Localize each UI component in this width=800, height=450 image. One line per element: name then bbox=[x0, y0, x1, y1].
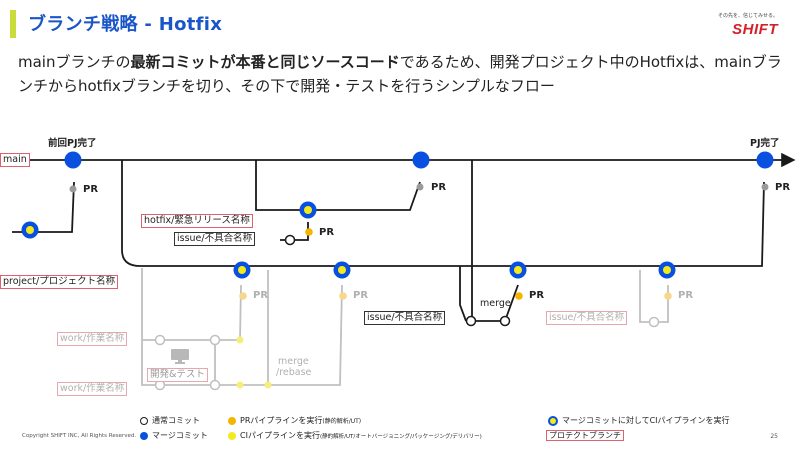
legend-normal-commit: 通常コミット bbox=[140, 416, 200, 426]
pr-label: PR bbox=[83, 184, 99, 195]
monitor-icon bbox=[170, 348, 190, 368]
milestone-end: PJ完了 bbox=[750, 138, 780, 149]
merge-rebase-label-2: /rebase bbox=[276, 367, 312, 378]
ci-faded-dots bbox=[236, 336, 272, 389]
page-title: ブランチ戦略 - Hotfix bbox=[28, 14, 223, 35]
merge-rebase-label-1: merge bbox=[278, 356, 309, 367]
page-number: 25 bbox=[770, 433, 778, 440]
ci-pipeline-icon bbox=[228, 431, 236, 440]
legend-ci-pipeline: CIパイプラインを実行(静的解析/UT/オートバージョニング/パッケージング/デ… bbox=[228, 431, 482, 442]
hotfix-line bbox=[255, 160, 421, 211]
merge-commit-icon bbox=[140, 431, 148, 440]
merge-ci-commits bbox=[21, 201, 676, 279]
description-emphasis: 最新コミットが本番と同じソースコード bbox=[130, 53, 400, 71]
dev-test-label: 開発&テスト bbox=[147, 368, 208, 382]
pr-label: PR bbox=[529, 290, 545, 301]
branch-label-issue-hotfix: issue/不具合名称 bbox=[174, 232, 256, 246]
merge-ci-icon bbox=[550, 417, 556, 424]
hotfix-merge-line bbox=[471, 160, 519, 322]
logo-tagline: その先を、信じてみせる。 bbox=[717, 13, 778, 19]
branch-label-project: project/プロジェクト名称 bbox=[0, 275, 119, 289]
branch-label-issue-gray: issue/不具合名称 bbox=[546, 311, 628, 325]
pr-orange-dots bbox=[305, 228, 523, 300]
pr-label-faded: PR bbox=[353, 290, 369, 301]
pr-label: PR bbox=[319, 227, 335, 238]
branch-label-work-1: work/作業名称 bbox=[57, 332, 128, 346]
legend-merge-commit: マージコミット bbox=[140, 431, 208, 441]
legend-merge-ci: マージコミットに対してCIパイプラインを実行 bbox=[548, 416, 730, 426]
logo-text: SHIFT bbox=[732, 21, 778, 38]
normal-commits bbox=[284, 234, 511, 327]
pr-label: PR bbox=[431, 182, 447, 193]
branch-label-hotfix: hotfix/緊急リリース名称 bbox=[141, 214, 253, 228]
pr-pipeline-icon bbox=[228, 416, 236, 425]
pr-gray-dots bbox=[69, 183, 769, 193]
pr-label: PR bbox=[775, 182, 791, 193]
merge-label: merge bbox=[480, 298, 511, 309]
inactive-branch-lines bbox=[141, 268, 669, 386]
description: mainブランチの最新コミットが本番と同じソースコードであるため、開発プロジェク… bbox=[18, 50, 788, 98]
branch-label-work-2: work/作業名称 bbox=[57, 382, 128, 396]
normal-commit-icon bbox=[140, 416, 148, 425]
shift-logo: その先を、信じてみせる。 SHIFT bbox=[718, 12, 778, 38]
pr-label-faded: PR bbox=[253, 290, 269, 301]
issue-project-line bbox=[459, 266, 467, 322]
branch-label-main: main bbox=[0, 153, 30, 167]
legend-protected-branch: プロテクトブランチ bbox=[546, 430, 624, 441]
copyright: Copyright SHIFT INC, All Rights Reserved… bbox=[22, 433, 137, 439]
description-part3: であるため、開発プロジェクト中のHotfixは、mainブランチからhotfix… bbox=[18, 53, 782, 95]
merge-commits bbox=[64, 151, 774, 169]
normal-commits-gray bbox=[154, 316, 660, 391]
branch-label-issue-project: issue/不具合名称 bbox=[364, 311, 446, 325]
legend: 通常コミット マージコミット PRパイプラインを実行(静的解析/UT) CIパイ… bbox=[140, 412, 770, 444]
project-line bbox=[121, 160, 765, 267]
pr-orange-faded-dots bbox=[239, 292, 672, 300]
description-part1: mainブランチの bbox=[18, 53, 131, 71]
legend-pr-pipeline: PRパイプラインを実行(静的解析/UT) bbox=[228, 416, 361, 427]
prev-pr-line bbox=[12, 181, 75, 233]
active-branch-lines bbox=[0, 152, 796, 322]
milestone-start: 前回PJ完了 bbox=[48, 138, 97, 149]
pr-label-faded: PR bbox=[678, 290, 694, 301]
title-accent-bar bbox=[10, 10, 16, 38]
